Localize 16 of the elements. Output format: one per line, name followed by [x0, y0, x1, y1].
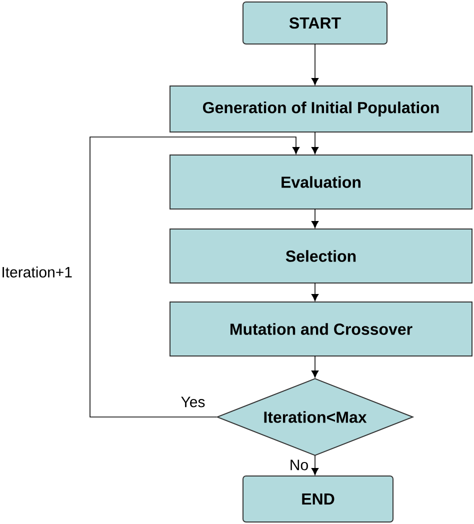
process-box: Mutation and Crossover: [170, 302, 472, 356]
arrow: [311, 282, 319, 302]
arrow: [311, 455, 319, 476]
process-box: Selection: [170, 228, 472, 284]
edge-label: No: [288, 458, 310, 472]
arrow: [311, 132, 319, 154]
terminal-box: END: [242, 476, 394, 522]
arrow: [311, 356, 319, 378]
process-box: Generation of Initial Population: [170, 86, 472, 132]
loop-label: Iteration+1: [0, 266, 74, 278]
arrow: [90, 136, 300, 418]
process-box: Evaluation: [170, 154, 472, 210]
terminal-box: START: [242, 2, 388, 44]
edge-label: Yes: [180, 396, 206, 408]
arrow: [311, 208, 319, 228]
arrow: [311, 44, 319, 86]
